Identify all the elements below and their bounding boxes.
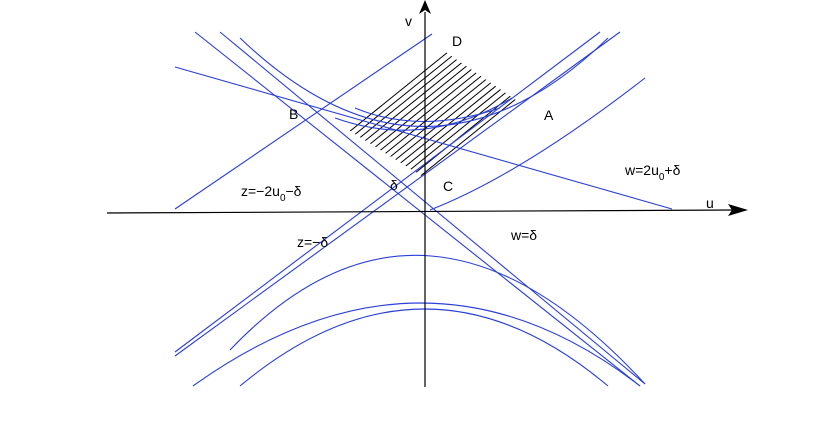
- line-through-d-right: [174, 31, 601, 353]
- line-z-eq-minus-delta: [174, 31, 621, 357]
- u-axis-label: u: [706, 195, 714, 211]
- line-z-eq-minus-2u0-minus-delta: [174, 33, 433, 210]
- hatch-line: [320, 38, 516, 178]
- w-eq-2u0-plus-delta-label: w=2u0+δ: [624, 162, 681, 183]
- blue-lines: [174, 31, 673, 387]
- hatch-line: [320, 38, 516, 178]
- u-axis: [106, 209, 736, 214]
- hyperbola-upper-2: [334, 97, 513, 131]
- hatch-line: [338, 38, 516, 178]
- axes: [106, 0, 748, 387]
- hatch-line: [446, 38, 516, 178]
- hyperbola-near-origin-upper: [229, 254, 646, 385]
- line-through-d-left: [194, 31, 641, 387]
- point-d-label: D: [452, 33, 462, 49]
- u-axis-arrow: [728, 204, 748, 216]
- hatch-line: [320, 38, 516, 178]
- hatch-line: [356, 38, 516, 178]
- hyperbola-upper-3: [354, 107, 501, 122]
- hyperbola-near-origin-right: [429, 77, 646, 211]
- hatch-line: [329, 38, 516, 178]
- z-eq-minus-2u0-minus-delta-label: z=−2u0−δ: [241, 183, 302, 204]
- v-axis-label: v: [405, 13, 412, 29]
- point-a-label: A: [544, 107, 554, 123]
- labels: u v A B C D δ z=−δ w=δ z=−2u0−δ w=2u0+δ: [241, 13, 714, 250]
- hyperbola-lower-2: [239, 308, 609, 387]
- line-w-eq-2u0-plus-delta: [174, 66, 673, 210]
- hatch-line: [320, 38, 516, 178]
- point-c-label: C: [443, 178, 453, 194]
- hatch-line: [392, 38, 516, 178]
- delta-label: δ: [390, 177, 398, 193]
- hyperbola-lower-1: [192, 302, 641, 387]
- hatch-line: [401, 38, 516, 178]
- hatch-line: [320, 38, 516, 178]
- v-axis-arrow: [419, 0, 431, 14]
- hatch-line: [428, 38, 516, 178]
- w-eq-delta-label: w=δ: [510, 227, 537, 243]
- hatch-line: [365, 38, 516, 178]
- line-w-eq-delta: [219, 31, 646, 385]
- point-b-label: B: [289, 106, 298, 122]
- z-eq-minus-delta-label: z=−δ: [297, 234, 328, 250]
